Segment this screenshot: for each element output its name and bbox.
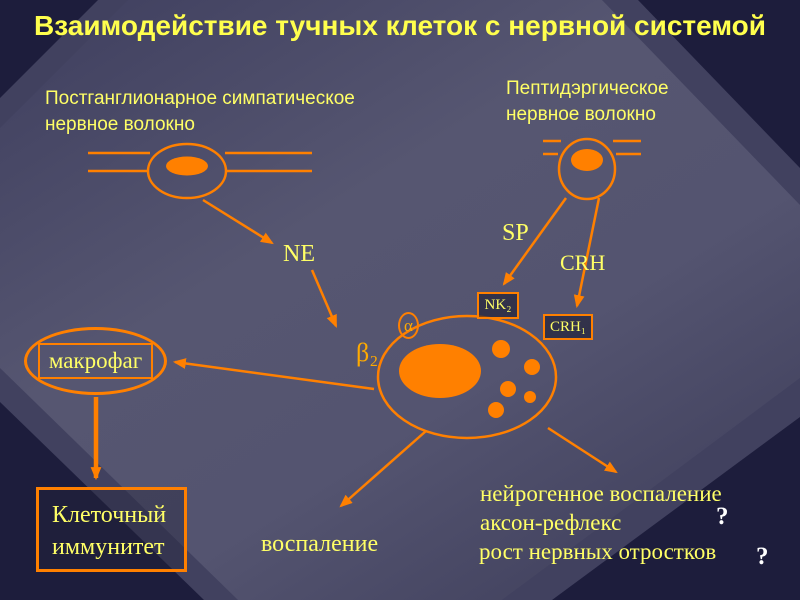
arrow-mastcell-to-neurogenic <box>547 426 618 474</box>
macrophage-label-box: макрофаг <box>37 343 154 379</box>
slide-title: Взаимодействие тучных клеток с нервной с… <box>34 10 766 41</box>
macrophage-cell-icon: макрофаг <box>24 327 167 395</box>
mast-cell-granules <box>399 340 540 418</box>
right-fiber-label: Пептидэргическое нервное волокно <box>506 78 669 125</box>
nerve-growth-label: рост нервных отростков <box>479 539 717 564</box>
sp-label: SP <box>502 220 529 246</box>
crh1-receptor-label: CRH₁ <box>549 318 587 335</box>
macrophage-label: макрофаг <box>48 348 143 373</box>
crh1-receptor-box: CRH₁ <box>543 314 593 340</box>
diagram-arrows <box>90 197 618 508</box>
alpha-receptor-label: α <box>404 315 413 335</box>
arrow-mastcell-to-inflammation <box>339 430 427 508</box>
arrow-ne-to-mastcell <box>310 269 338 328</box>
arrow-mastcell-to-macrophage <box>172 358 375 391</box>
beta2-receptor-label: β₂ <box>356 338 379 367</box>
nerve-growth-question-mark: ? <box>756 543 769 570</box>
left-nerve-fiber-icon <box>88 142 312 200</box>
cellular-immunity-box: Клеточный иммунитет <box>36 487 187 572</box>
arrow-sp-to-nk2 <box>502 197 568 286</box>
right-fiber-nucleus <box>571 149 603 171</box>
arrow-fiber-to-ne <box>202 198 274 245</box>
nk2-receptor-box: NK₂ <box>477 292 519 319</box>
left-fiber-label: Постганглионарное симпатическое нервное … <box>45 88 355 135</box>
crh-label: CRH <box>560 250 606 275</box>
mast-cell-nucleus <box>399 344 481 398</box>
ne-label: NE <box>283 241 315 267</box>
inflammation-label: воспаление <box>261 531 379 557</box>
arrow-crh-to-crh1 <box>573 197 601 309</box>
axon-reflex-question-mark: ? <box>716 503 729 530</box>
nk2-receptor-label: NK₂ <box>484 297 512 313</box>
right-nerve-fiber-icon <box>543 137 641 201</box>
neurogenic-inflammation-label: нейрогенное воспаление <box>480 481 722 506</box>
left-fiber-nucleus <box>166 156 208 176</box>
mast-cell-icon <box>376 314 558 440</box>
alpha-receptor-icon: α <box>398 312 419 339</box>
axon-reflex-label: аксон-рефлекс <box>480 510 622 535</box>
